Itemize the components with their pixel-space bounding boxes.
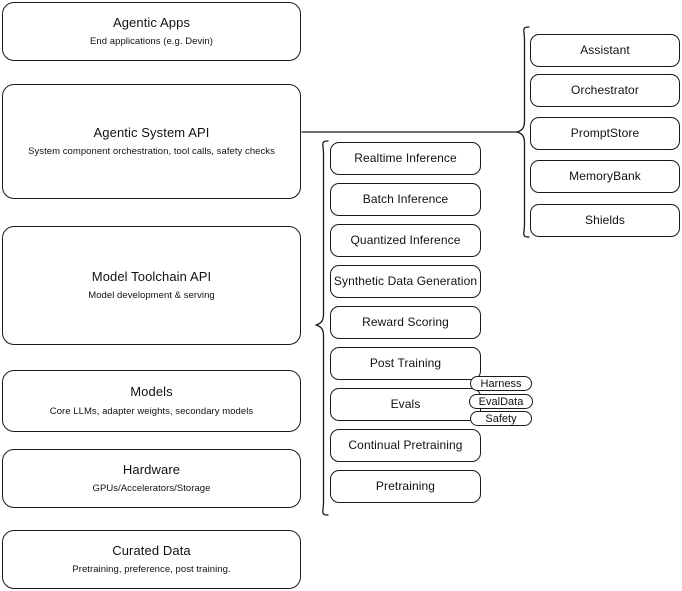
- component-shields[interactable]: Shields: [530, 204, 680, 237]
- capability-post-training[interactable]: Post Training: [330, 347, 481, 380]
- component-label: Assistant: [580, 43, 630, 57]
- capability-continual-pretraining[interactable]: Continual Pretraining: [330, 429, 481, 462]
- layer-subtitle: End applications (e.g. Devin): [90, 36, 213, 48]
- layer-hardware[interactable]: Hardware GPUs/Accelerators/Storage: [2, 449, 301, 508]
- component-label: MemoryBank: [569, 169, 641, 183]
- component-memorybank[interactable]: MemoryBank: [530, 160, 680, 193]
- layer-subtitle: Pretraining, preference, post training.: [72, 564, 231, 576]
- component-orchestrator[interactable]: Orchestrator: [530, 74, 680, 107]
- layer-agentic-system-api[interactable]: Agentic System API System component orch…: [2, 84, 301, 199]
- component-label: Orchestrator: [571, 83, 639, 97]
- layer-curated-data[interactable]: Curated Data Pretraining, preference, po…: [2, 530, 301, 589]
- layer-title: Agentic Apps: [112, 14, 191, 30]
- layer-title: Models: [130, 384, 173, 400]
- brace-agentic-system-components: [516, 26, 530, 238]
- layer-subtitle: GPUs/Accelerators/Storage: [92, 483, 211, 495]
- capability-synthetic-data-generation[interactable]: Synthetic Data Generation: [330, 265, 481, 298]
- capability-label: Reward Scoring: [362, 315, 449, 329]
- layer-title: Curated Data: [112, 542, 191, 558]
- layer-title: Model Toolchain API: [91, 268, 212, 284]
- capability-label: Continual Pretraining: [348, 438, 463, 452]
- capability-realtime-inference[interactable]: Realtime Inference: [330, 142, 481, 175]
- layer-model-toolchain-api[interactable]: Model Toolchain API Model development & …: [2, 226, 301, 345]
- pill-label: EvalData: [478, 395, 524, 408]
- capability-reward-scoring[interactable]: Reward Scoring: [330, 306, 481, 339]
- capability-label: Post Training: [369, 356, 442, 370]
- evals-subcomponent-evaldata[interactable]: EvalData: [469, 394, 533, 409]
- capability-label: Realtime Inference: [354, 151, 457, 165]
- evals-subcomponent-safety[interactable]: Safety: [470, 411, 532, 426]
- component-promptstore[interactable]: PromptStore: [530, 117, 680, 150]
- capability-batch-inference[interactable]: Batch Inference: [330, 183, 481, 216]
- layer-subtitle: System component orchestration, tool cal…: [28, 146, 275, 158]
- capability-pretraining[interactable]: Pretraining: [330, 470, 481, 503]
- capability-label: Evals: [390, 397, 421, 411]
- component-assistant[interactable]: Assistant: [530, 34, 680, 67]
- component-label: PromptStore: [570, 126, 640, 140]
- capability-evals[interactable]: Evals: [330, 388, 481, 421]
- brace-toolchain-capabilities: [315, 140, 329, 516]
- capability-quantized-inference[interactable]: Quantized Inference: [330, 224, 481, 257]
- layer-agentic-apps[interactable]: Agentic Apps End applications (e.g. Devi…: [2, 2, 301, 61]
- layer-subtitle: Core LLMs, adapter weights, secondary mo…: [49, 405, 254, 417]
- pill-label: Safety: [485, 412, 517, 425]
- layer-models[interactable]: Models Core LLMs, adapter weights, secon…: [2, 370, 301, 432]
- capability-label: Batch Inference: [362, 192, 449, 206]
- pill-label: Harness: [480, 377, 522, 390]
- layer-title: Agentic System API: [93, 124, 210, 140]
- capability-label: Pretraining: [375, 479, 436, 493]
- capability-label: Synthetic Data Generation: [333, 274, 478, 288]
- layer-title: Hardware: [122, 461, 181, 477]
- evals-subcomponent-harness[interactable]: Harness: [470, 376, 532, 391]
- component-label: Shields: [584, 213, 626, 227]
- capability-label: Quantized Inference: [350, 233, 461, 247]
- layer-subtitle: Model development & serving: [88, 290, 215, 302]
